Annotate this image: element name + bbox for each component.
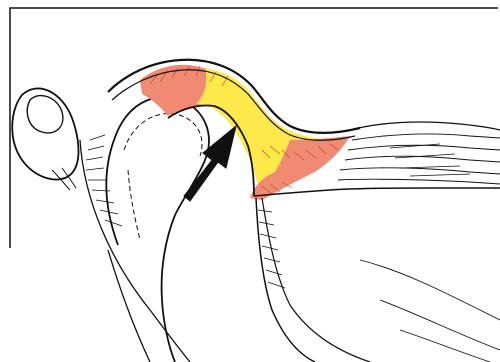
mandible-body [256,198,500,362]
articular-eminence [338,122,500,184]
ear-structure [12,88,78,190]
yellow-region-central [196,68,345,186]
condyle [80,97,209,362]
